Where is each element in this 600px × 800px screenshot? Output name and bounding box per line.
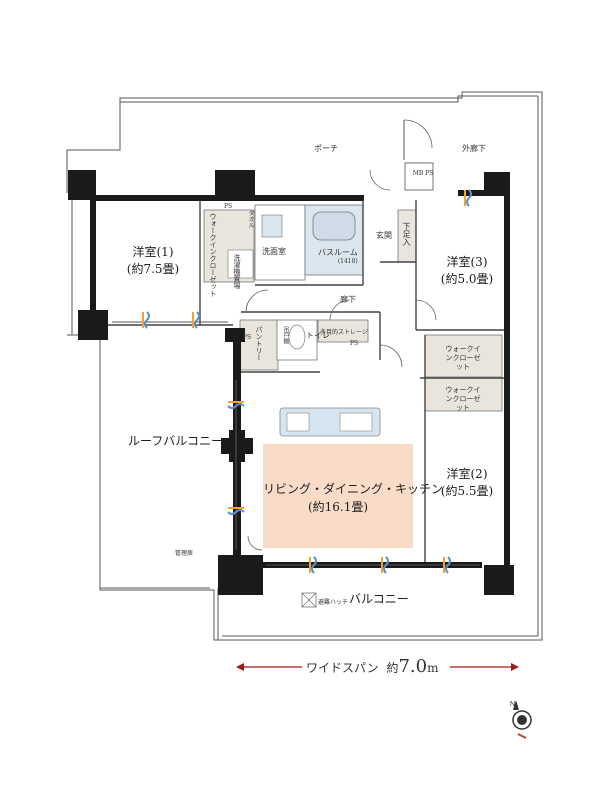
wide-span-text: ワイドスパン bbox=[306, 661, 379, 675]
wide-span-value: 7.0 bbox=[398, 656, 428, 677]
bathroom-label: バスルーム (1418) bbox=[318, 247, 358, 265]
hatch-symbol bbox=[301, 592, 317, 608]
western-room-1-size: (約7.5畳) bbox=[126, 262, 180, 276]
wide-span-unit: m bbox=[427, 661, 439, 675]
storage-label: 吊戸棚 bbox=[282, 326, 289, 344]
western-room-1-name: 洋室(1) bbox=[132, 245, 174, 259]
outer-outline bbox=[66, 91, 543, 641]
porch-label: ポーチ bbox=[314, 144, 338, 153]
wide-span-arrow bbox=[236, 663, 519, 671]
mb-ps-label: MB PS bbox=[412, 170, 434, 177]
outer-corridor-label: 外廊下 bbox=[462, 144, 486, 153]
service-fills bbox=[203, 204, 503, 437]
western-room-1-label: 洋室(1) (約7.5畳) bbox=[118, 244, 188, 278]
hatch-label: 避難ハッチ bbox=[318, 599, 349, 606]
balcony-label: バルコニー bbox=[349, 592, 409, 606]
interior-walls bbox=[108, 200, 504, 562]
wide-span-label: ワイドスパン 約7.0m bbox=[306, 656, 438, 677]
western-room-3-size: (約5.0畳) bbox=[440, 272, 494, 286]
shoe-closet-label: 下足入 bbox=[402, 222, 411, 246]
washroom-label: 洗面室 bbox=[262, 247, 286, 256]
ps-label-top: PS bbox=[224, 203, 233, 210]
walkin-closet-1-label: ウォークインクローゼット bbox=[209, 213, 217, 297]
western-room-3-name: 洋室(3) bbox=[446, 255, 488, 269]
wide-span-approx: 約 bbox=[386, 661, 399, 675]
bathroom-size: (1418) bbox=[337, 258, 358, 265]
ldk-size: (約16.1畳) bbox=[307, 500, 369, 514]
svg-text:N: N bbox=[510, 701, 515, 708]
western-room-3-label: 洋室(3) (約5.0畳) bbox=[432, 254, 502, 288]
airflow-icon bbox=[142, 189, 472, 574]
doors bbox=[245, 119, 437, 551]
ldk-area bbox=[263, 444, 413, 548]
toilet-label: トイレ bbox=[306, 331, 330, 340]
walkin-closet-b-label: ウォークインクローゼット bbox=[445, 386, 481, 412]
pantry-label: パントリー bbox=[255, 326, 263, 361]
bathroom-name: バスルーム bbox=[318, 248, 358, 257]
western-room-2-label: 洋室(2) (約5.5畳) bbox=[432, 466, 502, 500]
ps-label-corridor: PS bbox=[350, 340, 359, 347]
ldk-name: リビング・ダイニング・キッチン bbox=[263, 482, 444, 496]
western-room-2-name: 洋室(2) bbox=[446, 467, 488, 481]
ps-label-left: PS bbox=[243, 334, 252, 341]
multi-storage-label: 多目的ストレージ bbox=[320, 329, 368, 336]
towel-label: タオル bbox=[247, 210, 254, 228]
walkin-closet-a-label: ウォークインクローゼット bbox=[445, 345, 481, 371]
management-door-label: 管理扉 bbox=[175, 550, 194, 557]
compass-icon: N bbox=[510, 700, 532, 739]
western-room-2-size: (約5.5畳) bbox=[440, 484, 494, 498]
ldk-label: リビング・ダイニング・キッチン (約16.1畳) bbox=[263, 480, 444, 516]
corridor-label: 廊下 bbox=[340, 295, 356, 304]
roof-balcony-label: ルーフバルコニー bbox=[128, 434, 224, 448]
entrance-label: 玄関 bbox=[376, 231, 392, 240]
laundry-label: 洗濯機置場 bbox=[233, 254, 241, 289]
